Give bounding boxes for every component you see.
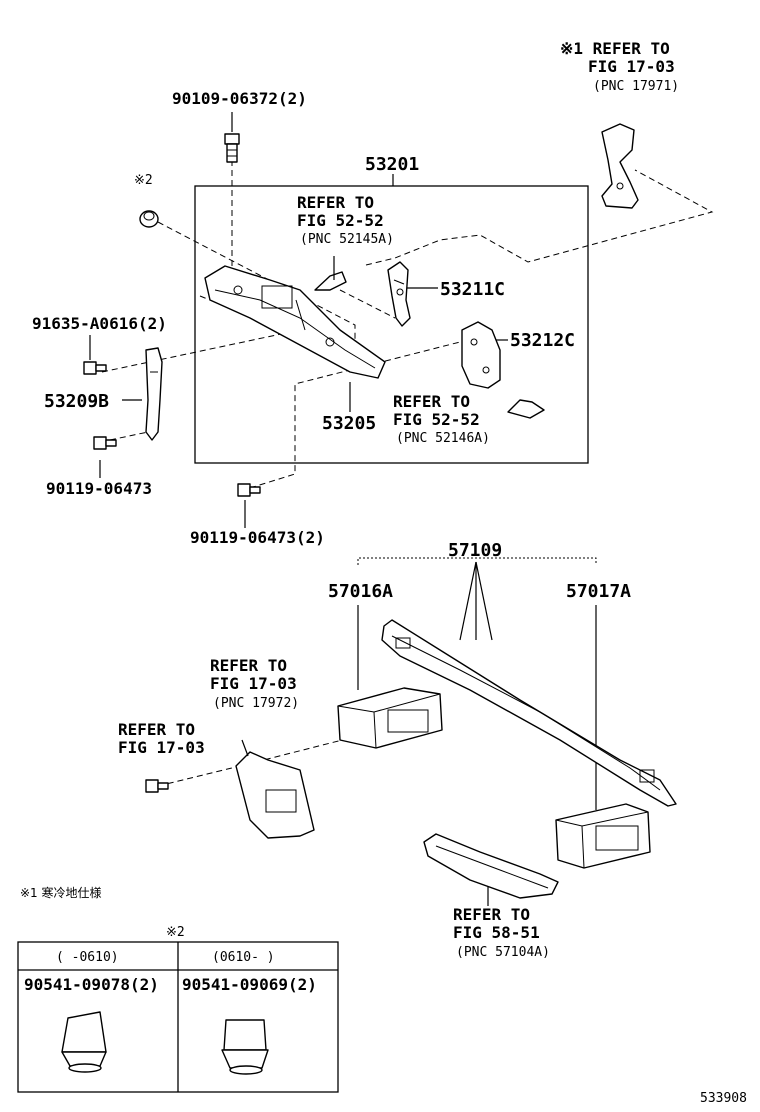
bracket-53211c-part	[387, 261, 411, 327]
label-90119-a: 90119-06473	[46, 479, 152, 498]
brace-53209b-part	[145, 347, 163, 441]
label-53211c: 53211C	[440, 279, 505, 300]
bolt-90119-b-part	[237, 483, 261, 497]
ref-17972-line1: REFER TO	[210, 656, 287, 675]
bracket-52145a-part	[314, 256, 347, 291]
assembly-53201-frame	[194, 185, 589, 464]
ref-52146a-line1: REFER TO	[393, 392, 470, 411]
stopper-90541-09078-drawing	[61, 1011, 107, 1073]
note1-fig-text: FIG 17-03	[588, 57, 675, 76]
table-col1-part: 90541-09078(2)	[24, 975, 159, 994]
bracket-53212c-part	[461, 321, 501, 389]
bolt-91635-part	[83, 361, 107, 375]
radiator-support-upper-part	[204, 265, 386, 379]
stopper-90541-09069-drawing	[221, 1019, 269, 1075]
label-90119-b: 90119-06473(2)	[190, 528, 325, 547]
ref-52145a-line2: FIG 52-52	[297, 211, 384, 230]
bumper-stop-table	[17, 941, 339, 1093]
crossmember-57109-part	[381, 619, 677, 807]
figure-id: 533908	[700, 1091, 747, 1106]
note1-pnc-text: (PNC 17971)	[593, 79, 679, 94]
table-col2-range: (0610- )	[212, 950, 275, 965]
label-53209b: 53209B	[44, 391, 109, 412]
ref-1703b-line1: REFER TO	[118, 720, 195, 739]
ref-57104a-line1: REFER TO	[453, 905, 530, 924]
bolt-90109-part	[224, 133, 240, 163]
label-53205: 53205	[322, 413, 376, 434]
ref-57104a-line3: (PNC 57104A)	[456, 945, 550, 960]
part-17971	[601, 123, 639, 209]
label-57017a: 57017A	[566, 581, 631, 602]
ref-52145a-line3: (PNC 52145A)	[300, 232, 394, 247]
bolt-refer-1703-part	[145, 779, 169, 793]
extension-57016a-part	[337, 687, 443, 749]
label-53212c: 53212C	[510, 330, 575, 351]
ref-52146a-line3: (PNC 52146A)	[396, 431, 490, 446]
footnote-cold-area-spec: ※1 寒冷地仕様	[20, 885, 102, 900]
table-col2-part: 90541-09069(2)	[182, 975, 317, 994]
label-91635: 91635-A0616(2)	[32, 314, 167, 333]
part-57104a	[423, 833, 559, 899]
ref-57104a-line2: FIG 58-51	[453, 923, 540, 942]
label-57016a: 57016A	[328, 581, 393, 602]
bolt-90119-a-part	[93, 436, 117, 450]
leader-57109-bracket	[357, 557, 597, 641]
ref-1703b-line2: FIG 17-03	[118, 738, 205, 757]
part-17972	[235, 739, 315, 839]
label-57109: 57109	[448, 540, 502, 561]
ref-52145a-line1: REFER TO	[297, 193, 374, 212]
ref-52146a-line2: FIG 52-52	[393, 410, 480, 429]
extension-57017a-part	[555, 803, 651, 869]
cushion-part	[139, 210, 159, 228]
ref-17972-line3: (PNC 17972)	[213, 696, 299, 711]
label-bolt-90109: 90109-06372(2)	[172, 89, 307, 108]
table-col1-range: ( -0610)	[56, 950, 119, 965]
ref-17972-line2: FIG 17-03	[210, 674, 297, 693]
label-note2-mark: ※2	[134, 173, 153, 188]
table-note2-mark: ※2	[166, 925, 185, 940]
note1-refer-text: ※1 REFER TO	[560, 39, 670, 58]
label-53201: 53201	[365, 154, 419, 175]
bracket-52146a-part	[507, 399, 545, 419]
